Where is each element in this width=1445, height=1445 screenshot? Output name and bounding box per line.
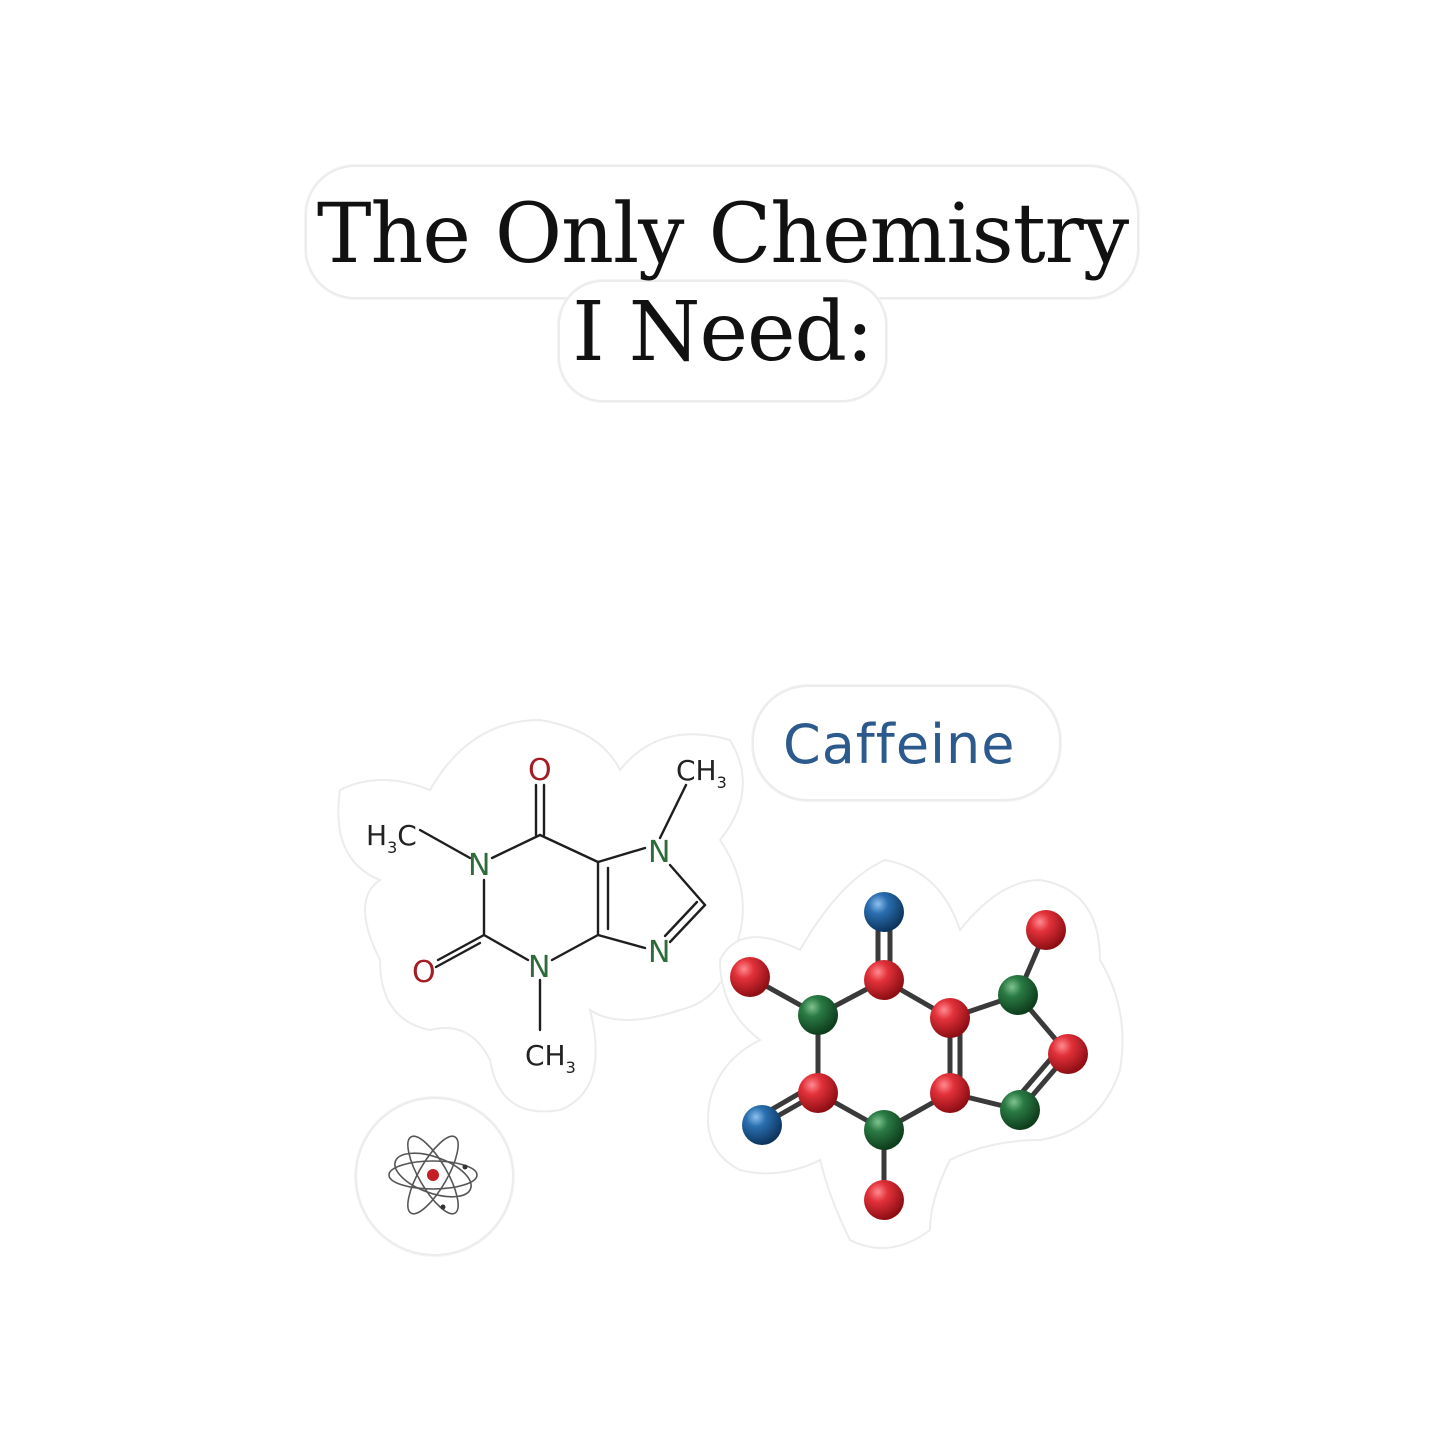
title-sticker-border-bottom [558, 280, 887, 402]
atom-red [1026, 910, 1066, 950]
atom-green [998, 975, 1038, 1015]
caption-caffeine: Caffeine [783, 713, 1016, 776]
caption-sticker-border [752, 685, 1061, 801]
nitrogen-7-label: N [648, 835, 670, 870]
nitrogen-1-label: N [468, 848, 490, 883]
methyl-bottom-label: CH3 [525, 1039, 576, 1077]
title-sticker-border-top [305, 165, 1139, 299]
skeletal-sticker-border [337, 718, 744, 1113]
methyl-topright-label: CH3 [676, 754, 727, 792]
title-line-1: The Only Chemistry [316, 187, 1129, 282]
atom-green [798, 995, 838, 1035]
caffeine-ball-and-stick-model [730, 892, 1088, 1220]
atom-red [730, 957, 770, 997]
atom-red [864, 960, 904, 1000]
skeletal-labels: O O N N N N CH3 H3C CH3 [366, 753, 727, 1077]
title-line-2: I Need: [572, 285, 873, 380]
atom-blue [864, 892, 904, 932]
nitrogen-3-label: N [528, 950, 550, 985]
oxygen-left-label: O [412, 955, 436, 990]
nitrogen-9-label: N [648, 935, 670, 970]
atom-red [930, 1073, 970, 1113]
methyl-left-label: H3C [366, 819, 417, 857]
oxygen-top-label: O [528, 753, 552, 788]
atom-red [1048, 1034, 1088, 1074]
atom-icon [388, 1135, 478, 1215]
atom-red [930, 998, 970, 1038]
atom-green [1000, 1090, 1040, 1130]
title-sticker: The Only Chemistry I Need: [300, 160, 1145, 405]
atom-red [798, 1073, 838, 1113]
atom-red [864, 1180, 904, 1220]
atom-blue [742, 1105, 782, 1145]
caffeine-skeletal-formula [418, 783, 707, 1032]
atom-green [864, 1110, 904, 1150]
ballstick-sticker-border [707, 858, 1124, 1249]
